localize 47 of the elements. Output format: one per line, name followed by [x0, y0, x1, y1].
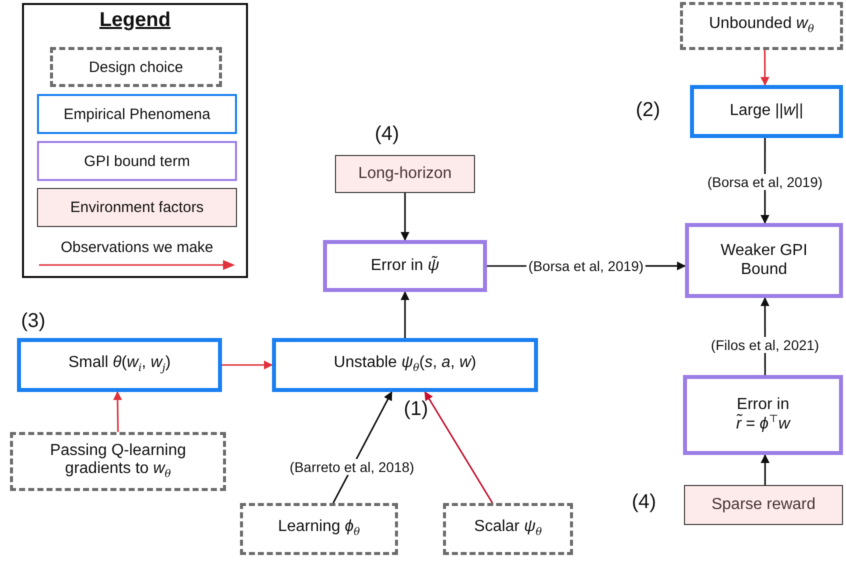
design-choice-box [680, 2, 843, 50]
edge-label: (Borsa et al, 2019) [526, 258, 646, 274]
node-text: Sparse reward [711, 496, 816, 514]
arrow [400, 291, 410, 338]
environment-box [335, 155, 475, 193]
callout-number: (1) [404, 398, 428, 421]
phenomenon-box [690, 85, 843, 138]
node-text: r̃ = ϕ$^{⊤}$w [736, 414, 790, 434]
callout-number: (4) [374, 123, 400, 146]
node-text: Scalar ψ$_{θ}$ [474, 518, 542, 540]
design-choice-box [10, 432, 226, 491]
node-text: Weaker GPI Bound [720, 242, 808, 279]
arrow [222, 360, 273, 370]
edge-label: (Barreto et al, 2018) [288, 459, 416, 476]
node-text: Error in [736, 396, 790, 414]
bound-term-box [683, 375, 843, 455]
bound-term-box [323, 240, 487, 292]
arrow [400, 193, 410, 241]
design-choice-box [443, 503, 573, 555]
design-choice-box [240, 503, 398, 555]
node-text: Large ||w|| [730, 102, 804, 121]
node-text: Unstable ψ$_{θ}$(s, a, w) [334, 354, 476, 376]
arrow [760, 454, 770, 485]
bound-term-box [685, 223, 843, 298]
edge-label: (Filos et al, 2021) [708, 336, 822, 353]
legend-key: Environment factors [37, 188, 237, 227]
legend-key: Design choice [50, 47, 222, 87]
callout-number: (3) [21, 310, 46, 333]
callout-number: (2) [636, 99, 660, 122]
arrow [113, 391, 122, 432]
node-text: Long-horizon [358, 164, 452, 184]
node-text: Small θ(w$_{i}$, w$_{j}$) [68, 354, 171, 376]
legend-key: GPI bound term [37, 141, 237, 181]
edge-label: (Borsa et al, 2019) [705, 174, 825, 190]
arrow [424, 391, 494, 504]
node-text: Error in ψ̃ [370, 256, 440, 276]
node-text: Learning ϕ$_{θ}$ [278, 518, 360, 540]
legend-text: Observations we make [60, 238, 214, 258]
node-text: Unbounded w$_{θ}$ [708, 15, 814, 37]
environment-box [684, 485, 843, 525]
phenomenon-box [272, 338, 538, 392]
phenomenon-box [17, 338, 222, 392]
callout-number: (4) [632, 491, 656, 514]
node-text: Passing Q-learning gradients to w$_{θ}$ [48, 442, 188, 482]
arrow [760, 50, 770, 86]
legend-key: Empirical Phenomena [37, 94, 237, 134]
legend-title: Legend [98, 9, 172, 32]
